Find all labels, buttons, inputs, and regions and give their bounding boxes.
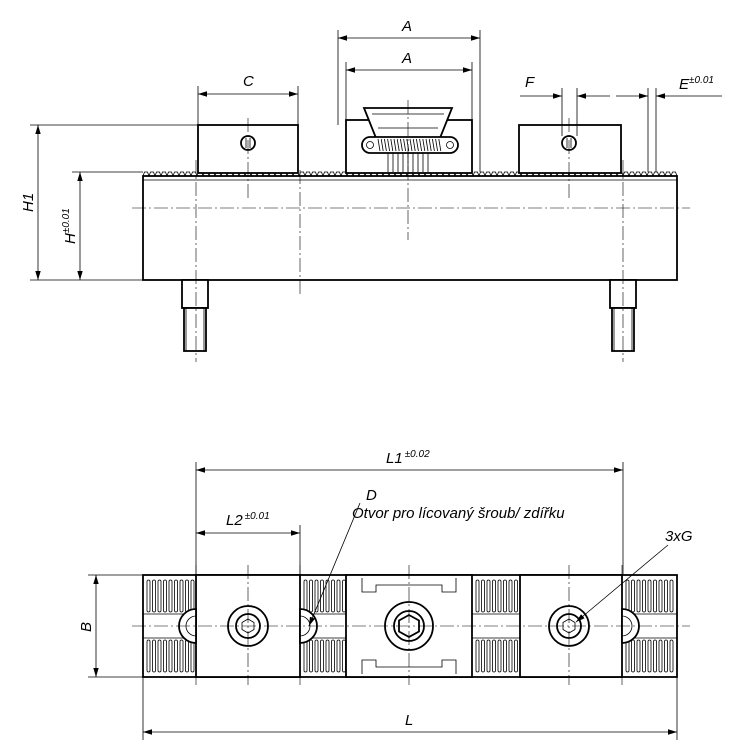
dim-L1: L1±0.02 — [386, 449, 430, 467]
rail-body — [142, 175, 678, 281]
dim-A-outer: A — [401, 18, 412, 35]
dim-E: E±0.01 — [679, 75, 714, 93]
right-clamp-block — [518, 124, 622, 174]
top-view: L1±0.02 L2±0.01 D Otvor pro lícovaný šro… — [78, 449, 693, 740]
dim-L2: L2±0.01 — [226, 511, 270, 529]
dim-C: C — [243, 73, 254, 90]
dim-F: F — [525, 74, 535, 91]
callout-D-note: Otvor pro lícovaný šroub/ zdířku — [352, 505, 565, 522]
left-threaded-pin — [181, 279, 209, 352]
callout-3xG: 3xG — [665, 528, 693, 545]
dim-H: H±0.01 — [61, 208, 79, 244]
dim-L: L — [405, 712, 413, 729]
dim-A-inner: A — [401, 50, 412, 67]
spring-coils — [377, 138, 442, 152]
dim-B: B — [78, 622, 95, 632]
dim-H1: H1 — [20, 193, 37, 212]
callout-D: D — [366, 487, 377, 504]
front-view: A A C F E±0.01 H1 H±0.01 — [20, 18, 722, 362]
